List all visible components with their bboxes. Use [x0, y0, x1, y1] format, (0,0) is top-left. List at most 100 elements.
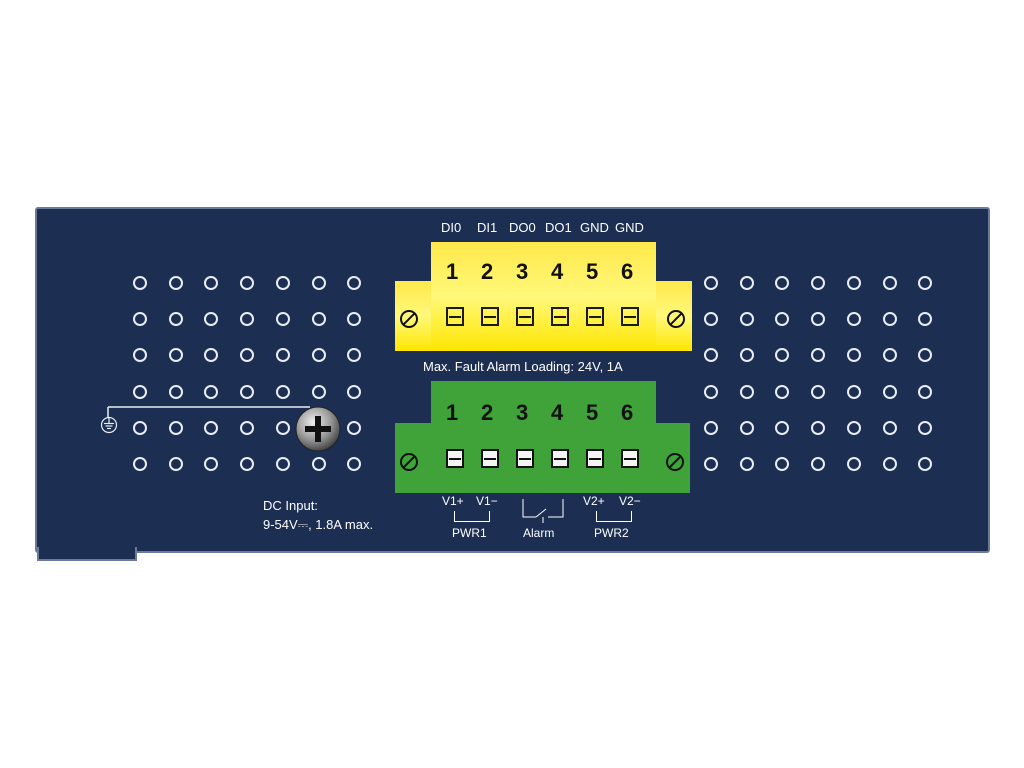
vent-hole — [704, 420, 718, 435]
label-v2-plus: V2+ — [583, 494, 605, 508]
vent-hole — [347, 457, 362, 471]
terminal-slot[interactable] — [516, 449, 534, 468]
terminal-slot[interactable] — [551, 307, 569, 326]
vent-hole — [739, 457, 754, 471]
relay-switch-icon — [522, 499, 564, 523]
vent-hole — [846, 384, 861, 399]
terminal-slot[interactable] — [551, 449, 569, 468]
vent-hole — [775, 384, 790, 399]
alarm-loading-label: Max. Fault Alarm Loading: 24V, 1A — [423, 359, 623, 374]
label-di1: DI1 — [477, 220, 498, 235]
pin-number: 3 — [516, 259, 529, 284]
vent-hole — [918, 457, 933, 471]
terminal-screw-icon[interactable] — [400, 310, 418, 328]
vent-hole — [775, 312, 790, 327]
vent-hole — [240, 276, 255, 290]
vent-hole — [204, 457, 219, 471]
vent-hole — [347, 420, 362, 435]
label-do0: DO0 — [509, 220, 536, 235]
green-terminal-block[interactable]: 1 2 3 4 5 6 — [431, 381, 656, 493]
terminal-screw-icon[interactable] — [400, 453, 418, 471]
vent-hole — [882, 312, 897, 327]
pin-number: 1 — [446, 259, 459, 284]
vent-hole — [168, 312, 183, 327]
vent-hole — [882, 384, 897, 399]
vent-hole — [704, 457, 718, 471]
vent-hole — [918, 276, 933, 290]
vent-hole — [347, 312, 362, 327]
vent-hole — [240, 384, 255, 399]
vent-hole — [240, 312, 255, 327]
vent-hole — [918, 420, 933, 435]
vent-hole — [811, 276, 826, 290]
terminal-screw-icon[interactable] — [667, 310, 685, 328]
pwr1-bracket — [454, 511, 490, 522]
terminal-slot[interactable] — [621, 449, 639, 468]
vent-hole — [846, 312, 861, 327]
vent-hole — [240, 348, 255, 363]
vent-hole — [204, 384, 219, 399]
green-terminal-ear-right — [656, 423, 690, 493]
vent-hole — [168, 384, 183, 399]
pin-number: 6 — [621, 400, 634, 425]
vent-hole — [347, 276, 362, 290]
label-v1-minus: V1− — [476, 494, 498, 508]
pwr2-bracket — [596, 511, 632, 522]
vent-hole — [739, 420, 754, 435]
vent-hole — [311, 457, 326, 471]
label-pwr2: PWR2 — [594, 526, 629, 540]
vent-hole — [739, 384, 754, 399]
label-alarm: Alarm — [523, 526, 555, 540]
terminal-slot[interactable] — [586, 449, 604, 468]
label-do1: DO1 — [545, 220, 572, 235]
terminal-slot[interactable] — [621, 307, 639, 326]
pin-number: 5 — [586, 259, 599, 284]
vent-hole — [204, 420, 219, 435]
vent-hole — [133, 420, 147, 435]
terminal-slot[interactable] — [516, 307, 534, 326]
ground-screw-icon[interactable] — [294, 405, 342, 453]
yellow-terminal-ear-left — [395, 281, 431, 351]
label-di0: DI0 — [441, 220, 462, 235]
vent-hole — [347, 384, 362, 399]
vent-hole — [347, 348, 362, 363]
vent-hole — [704, 312, 718, 327]
vent-hole — [775, 276, 790, 290]
yellow-terminal-block[interactable]: 1 2 3 4 5 6 — [431, 242, 656, 351]
pin-number: 4 — [551, 259, 564, 284]
yellow-terminal-ear-right — [656, 281, 692, 351]
vent-hole — [811, 384, 826, 399]
panel-edge-tab — [37, 547, 137, 561]
vent-hole — [311, 384, 326, 399]
vent-hole — [918, 384, 933, 399]
vent-hole — [204, 276, 219, 290]
terminal-slot[interactable] — [481, 307, 499, 326]
vent-hole — [918, 348, 933, 363]
vent-hole — [846, 276, 861, 290]
terminal-slot[interactable] — [586, 307, 604, 326]
vent-hole — [846, 420, 861, 435]
label-pwr1: PWR1 — [452, 526, 487, 540]
vent-hole — [133, 384, 147, 399]
terminal-slot[interactable] — [446, 449, 464, 468]
vent-hole — [811, 348, 826, 363]
vent-hole — [775, 457, 790, 471]
vent-hole — [275, 276, 290, 290]
vent-hole — [168, 276, 183, 290]
vent-hole — [168, 420, 183, 435]
pin-number: 1 — [446, 400, 459, 425]
vent-hole — [775, 420, 790, 435]
vent-hole — [168, 348, 183, 363]
vent-hole — [704, 384, 718, 399]
vent-hole — [739, 348, 754, 363]
vent-hole — [739, 276, 754, 290]
vent-hole — [704, 348, 718, 363]
vent-hole — [311, 312, 326, 327]
vent-hole — [311, 348, 326, 363]
vent-hole — [168, 457, 183, 471]
ground-wire — [107, 406, 310, 417]
terminal-slot[interactable] — [481, 449, 499, 468]
label-v2-minus: V2− — [619, 494, 641, 508]
terminal-slot[interactable] — [446, 307, 464, 326]
terminal-screw-icon[interactable] — [666, 453, 684, 471]
